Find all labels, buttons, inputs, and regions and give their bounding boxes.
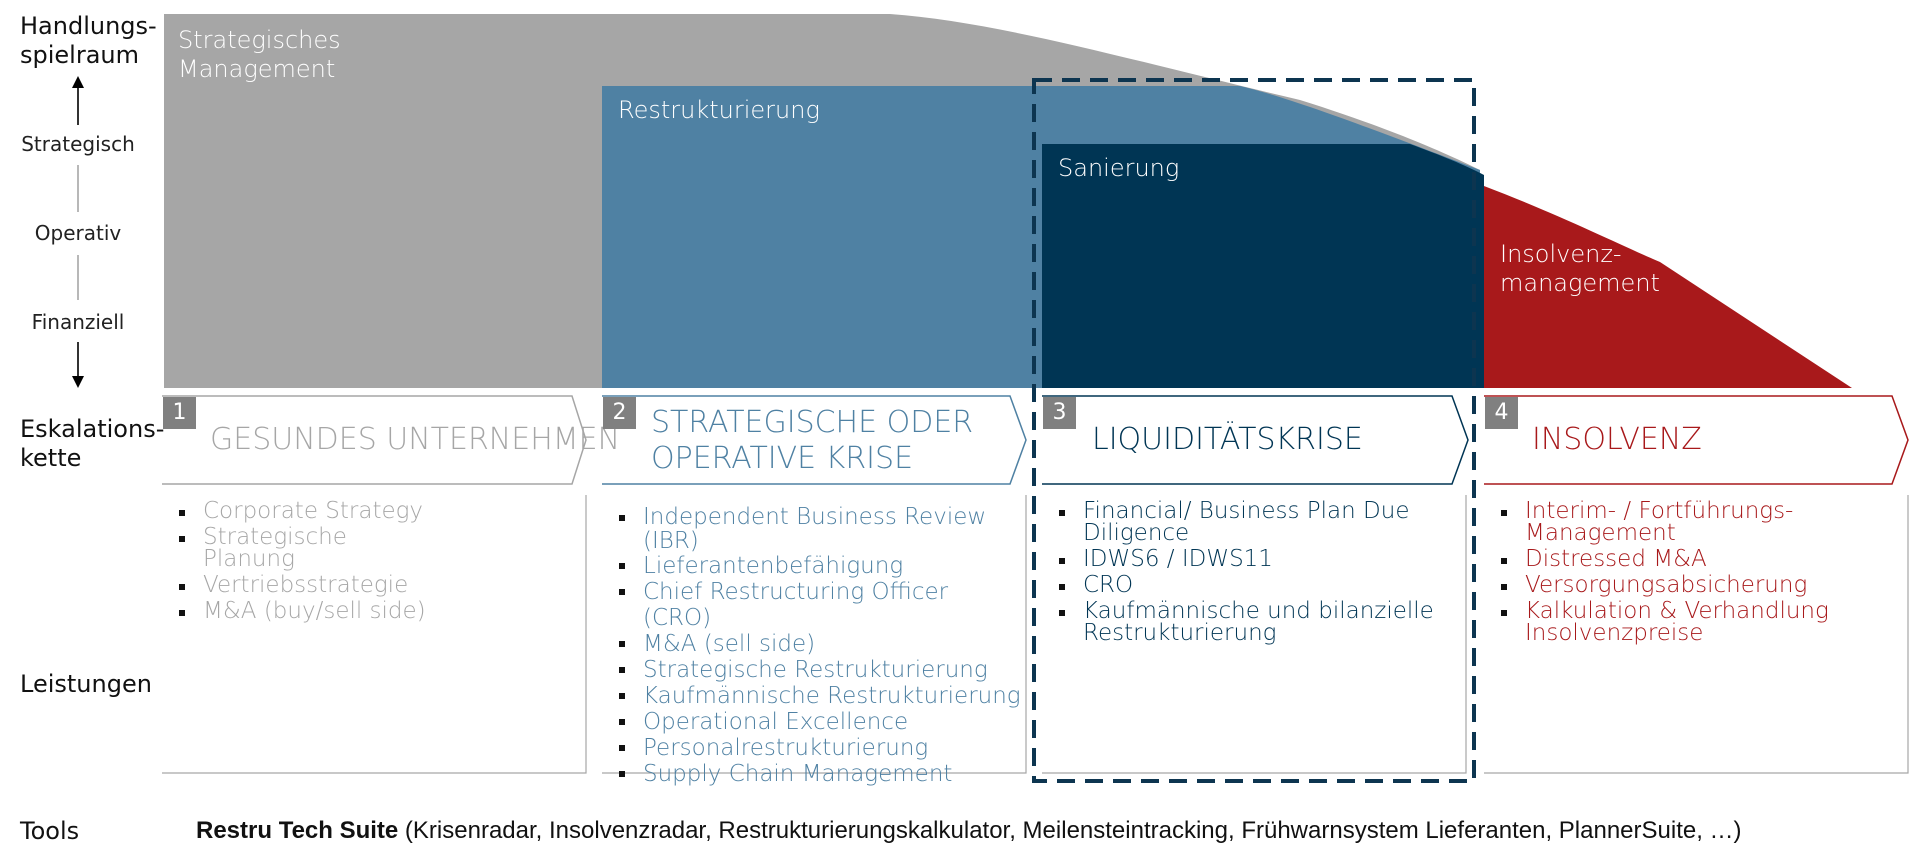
service-item: Corporate Strategy [163,500,573,523]
stage-chevron-3 [1042,395,1469,485]
axis-title: Handlungs- spielraum [20,12,157,69]
axis-arrow-down-icon [72,376,84,388]
stage-chevron-2 [602,395,1027,485]
axis-arrow-up-icon [72,76,84,88]
service-item: Personalrestrukturierung [603,735,1023,761]
stage-number-2: 2 [603,397,636,429]
service-item: Versorgungsabsicherung [1485,574,1905,597]
service-item: Strategische Restrukturierung [603,657,1023,683]
row-label-tools: Tools [20,817,80,845]
row-label-eskalationskette: Eskalations- kette [20,415,165,472]
service-box-2 [602,495,1027,774]
stage-number-4: 4 [1485,397,1518,429]
service-item: M&A (buy/sell side) [163,600,573,623]
service-item: M&A (sell side) [603,631,1023,657]
stage-title-2: STRATEGISCHE ODER OPERATIVE KRISE [651,405,974,476]
service-item: IDWS6 / IDWS11 [1043,548,1463,571]
service-item: Chief Restructuring Officer (CRO) [603,579,1023,631]
service-item: Interim- / Fortführungs- Management [1485,500,1905,545]
axis-level-strategisch: Strategisch [21,132,135,156]
row-label-leistungen: Leistungen [20,670,152,698]
service-item: Vertriebsstrategie [163,574,573,597]
service-item: Strategische Planung [163,526,573,571]
stage-number-1: 1 [163,397,196,429]
service-item: Kaufmännische Restrukturierung [603,683,1023,709]
stage-title-3: LIQUIDITÄTSKRISE [1092,422,1363,457]
service-item: Independent Business Review (IBR) [603,505,1023,553]
service-item: Supply Chain Management [603,761,1023,787]
phase-label-strategisches-management: Strategisches Management [178,26,341,83]
service-item: Financial/ Business Plan Due Diligence [1043,500,1463,545]
service-box-1 [162,495,587,774]
phase-label-sanierung: Sanierung [1058,154,1180,182]
stage-title-1: GESUNDES UNTERNEHMEN [210,422,621,457]
service-box-3 [1042,495,1467,774]
service-list-1: Corporate Strategy Strategische Planung … [163,500,573,626]
tools-list: (Krisenradar, Insolvenzradar, Restruktur… [398,817,1742,844]
service-list-2: Independent Business Review (IBR) Liefer… [603,505,1023,787]
stage-number-3: 3 [1043,397,1076,429]
service-item: Kaufmännische und bilanzielle Restruktur… [1043,600,1463,645]
phase-label-insolvenzmanagement: Insolvenz- management [1500,240,1660,297]
stage-chevron-4 [1484,395,1909,485]
tools-suite-name: Restru Tech Suite [196,817,399,844]
axis-level-finanziell: Finanziell [31,310,125,334]
service-box-4 [1484,495,1909,774]
service-item: CRO [1043,574,1463,597]
phase-label-restrukturierung: Restrukturierung [618,96,820,124]
service-list-4: Interim- / Fortführungs- Management Dist… [1485,500,1905,648]
liquidity-crisis-highlight [1032,78,1476,783]
service-item: Kalkulation & Verhandlung Insolvenzpreis… [1485,600,1905,645]
service-item: Lieferantenbefähigung [603,553,1023,579]
service-item: Distressed M&A [1485,548,1905,571]
stage-chevron-1 [162,395,587,485]
phase-area-sanierung [1042,144,1484,388]
phase-area-insolvenzmanagement [1484,186,1852,388]
axis-level-operativ: Operativ [34,221,122,245]
service-list-3: Financial/ Business Plan Due Diligence I… [1043,500,1463,648]
service-item: Operational Excellence [603,709,1023,735]
stage-title-4: INSOLVENZ [1532,422,1702,457]
tools-description: Restru Tech Suite (Krisenradar, Insolven… [196,817,1742,845]
